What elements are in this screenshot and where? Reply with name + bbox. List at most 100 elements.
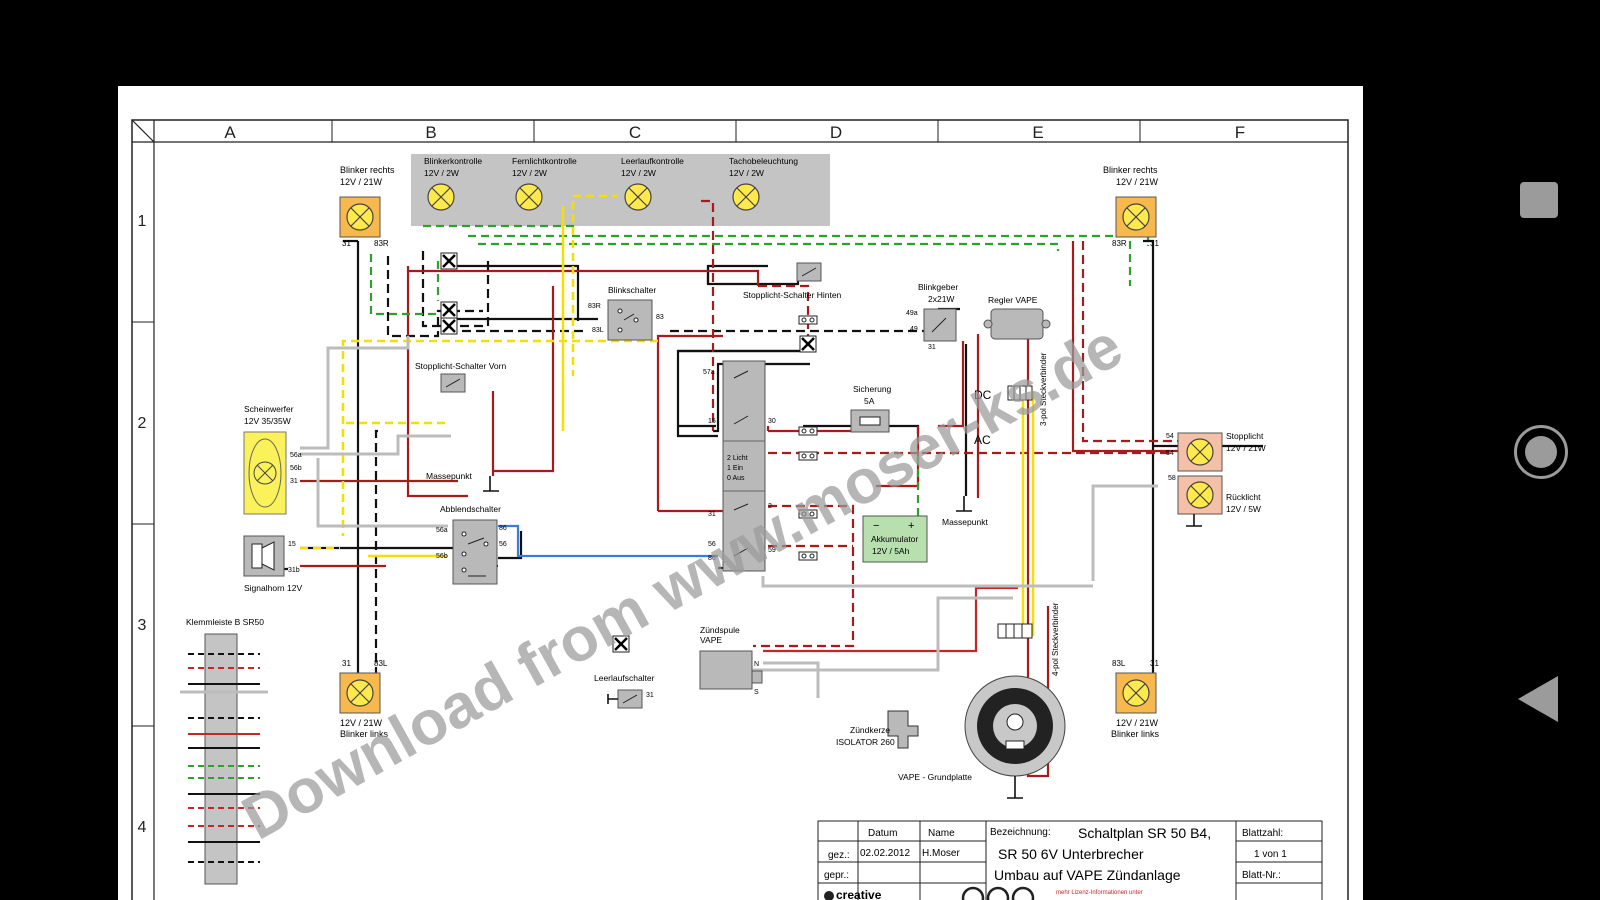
svg-text:Massepunkt: Massepunkt — [426, 471, 472, 481]
svg-text:Blinker links: Blinker links — [1111, 729, 1160, 739]
svg-text:02.02.2012: 02.02.2012 — [860, 848, 910, 859]
svg-text:Tachobeleuchtung: Tachobeleuchtung — [729, 156, 798, 166]
klemmleiste: Klemmleiste B SR50 — [180, 617, 268, 885]
blinker-links-left: 31 83L 12V / 21W Blinker links — [339, 659, 389, 739]
svg-text:VAPE - Grundplatte: VAPE - Grundplatte — [898, 772, 972, 782]
svg-text:ISOLATOR 260: ISOLATOR 260 — [836, 737, 895, 747]
svg-text:83L: 83L — [592, 327, 604, 334]
stopplicht: Stopplicht 12V / 21W 54 54 — [1166, 431, 1266, 472]
svg-text:83L: 83L — [374, 659, 388, 668]
back-button[interactable] — [1518, 676, 1558, 722]
column-label: A — [224, 123, 236, 142]
row-label: 1 — [138, 213, 147, 230]
svg-text:N: N — [754, 661, 759, 668]
svg-text:3-pol Steckverbinder: 3-pol Steckverbinder — [1039, 352, 1048, 426]
svg-text:2: 2 — [768, 503, 772, 510]
svg-text:Bezeichnung:: Bezeichnung: — [990, 827, 1051, 838]
svg-text:S: S — [754, 689, 759, 696]
svg-text:12V / 2W: 12V / 2W — [512, 168, 547, 178]
dashboard-panel — [411, 154, 830, 226]
vape-grundplatte: VAPE - Grundplatte — [898, 675, 1066, 799]
stopplicht-schalter-vorn: Stopplicht-Schalter Vorn — [415, 361, 506, 393]
svg-text:12V / 21W: 12V / 21W — [340, 718, 383, 728]
regler-vape: Regler VAPE — [983, 295, 1051, 340]
home-button[interactable] — [1514, 425, 1568, 479]
scheinwerfer: Scheinwerfer 12V 35/35W 56a 56b 31 — [243, 404, 302, 515]
svg-text:15: 15 — [288, 541, 296, 548]
column-headers: A B C D E F — [224, 123, 1245, 142]
svg-text:54: 54 — [1166, 450, 1174, 457]
signalhorn: Signalhorn 12V 15 31b — [243, 535, 302, 593]
svg-text:Blattzahl:: Blattzahl: — [1242, 828, 1283, 839]
row-headers: 1 2 3 4 — [138, 213, 147, 836]
svg-text:−: − — [873, 520, 879, 532]
zuendschloss: 57a 15 30 2 Licht 1 Ein 0 Aus 31 2 56 86… — [703, 360, 776, 572]
svg-text:Regler VAPE: Regler VAPE — [988, 295, 1038, 305]
svg-text:H.Moser: H.Moser — [922, 848, 960, 859]
svg-text:2 Licht: 2 Licht — [727, 455, 748, 462]
svg-text:12V 35/35W: 12V 35/35W — [244, 416, 291, 426]
svg-text:83R: 83R — [374, 239, 389, 248]
svg-text:SR 50 6V Unterbrecher: SR 50 6V Unterbrecher — [998, 846, 1144, 862]
svg-text:12V / 2W: 12V / 2W — [424, 168, 459, 178]
svg-text:Blinkgeber: Blinkgeber — [918, 282, 958, 292]
svg-text:Scheinwerfer: Scheinwerfer — [244, 404, 294, 414]
blinker-rechts-right: Blinker rechts 12V / 21W 83R 31 — [1103, 165, 1159, 248]
svg-text:Stopplicht-Schalter Hinten: Stopplicht-Schalter Hinten — [743, 290, 842, 300]
title-block: Datum Name Bezeichnung: Schaltplan SR 50… — [817, 820, 1323, 900]
svg-text:Fernlichtkontrolle: Fernlichtkontrolle — [512, 156, 577, 166]
column-label: D — [830, 123, 842, 142]
svg-text:57a: 57a — [703, 369, 715, 376]
blinkgeber: Blinkgeber 2x21W 49a 49 31 — [906, 282, 958, 351]
svg-text:49: 49 — [910, 326, 918, 333]
svg-text:5A: 5A — [864, 396, 875, 406]
blinkschalter: Blinkschalter 83R 83L 83 — [588, 285, 664, 341]
blinker-rechts-left: Blinker rechts 12V / 21W 31 83R — [339, 165, 395, 248]
svg-text:Schaltplan SR 50 B4,: Schaltplan SR 50 B4, — [1078, 825, 1211, 841]
svg-text:Stopplicht: Stopplicht — [1226, 431, 1264, 441]
svg-text:0 Aus: 0 Aus — [727, 475, 745, 482]
schematic-sheet[interactable]: A B C D E F 1 2 3 4 — [118, 86, 1363, 900]
svg-text:Akkumulator: Akkumulator — [871, 534, 918, 544]
svg-text:Leerlaufkontrolle: Leerlaufkontrolle — [621, 156, 684, 166]
column-label: C — [629, 123, 641, 142]
leerlaufkontrolle-lamp: Leerlaufkontrolle 12V / 2W — [621, 156, 684, 211]
dc-label: DC — [974, 388, 992, 402]
svg-text:56a: 56a — [436, 527, 448, 534]
steckverbinder-4pol: 4-pol Steckverbinder — [997, 602, 1060, 676]
svg-text:15: 15 — [708, 418, 716, 425]
svg-text:creative: creative — [836, 888, 882, 900]
svg-text:mehr Lizenz-Informationen unte: mehr Lizenz-Informationen unter — [1056, 890, 1143, 896]
svg-text:58: 58 — [1168, 475, 1176, 482]
svg-text:56a: 56a — [290, 452, 302, 459]
column-label: E — [1032, 123, 1043, 142]
svg-text:83: 83 — [656, 314, 664, 321]
svg-text:56b: 56b — [436, 553, 448, 560]
svg-text:+: + — [908, 520, 914, 532]
svg-text:12V / 21W: 12V / 21W — [340, 177, 383, 187]
svg-text:31: 31 — [290, 478, 298, 485]
svg-text:49a: 49a — [906, 310, 918, 317]
svg-text:31: 31 — [646, 692, 654, 699]
column-label: B — [425, 123, 436, 142]
svg-text:12V / 5Ah: 12V / 5Ah — [872, 546, 910, 556]
svg-text:31b: 31b — [288, 567, 300, 574]
row-label: 4 — [138, 819, 147, 836]
row-label: 3 — [138, 617, 147, 634]
svg-text:56b: 56b — [290, 465, 302, 472]
leerlaufschalter: Leerlaufschalter 31 — [594, 673, 655, 709]
svg-text:31: 31 — [342, 239, 351, 248]
svg-text:31: 31 — [708, 511, 716, 518]
svg-text:Blinkerkontrolle: Blinkerkontrolle — [424, 156, 482, 166]
svg-text:Datum: Datum — [868, 828, 897, 839]
drawing-frame — [131, 119, 1349, 900]
stopplicht-schalter-hinten: Stopplicht-Schalter Hinten — [743, 262, 842, 300]
svg-text:31: 31 — [1150, 659, 1159, 668]
recents-button[interactable] — [1520, 182, 1558, 218]
svg-text:Massepunkt: Massepunkt — [942, 517, 988, 527]
wiring-diagram: A B C D E F 1 2 3 4 — [131, 119, 1349, 900]
fernlichtkontrolle-lamp: Fernlichtkontrolle 12V / 2W — [512, 156, 577, 211]
svg-text:59: 59 — [768, 547, 776, 554]
svg-text:Signalhorn 12V: Signalhorn 12V — [244, 583, 302, 593]
